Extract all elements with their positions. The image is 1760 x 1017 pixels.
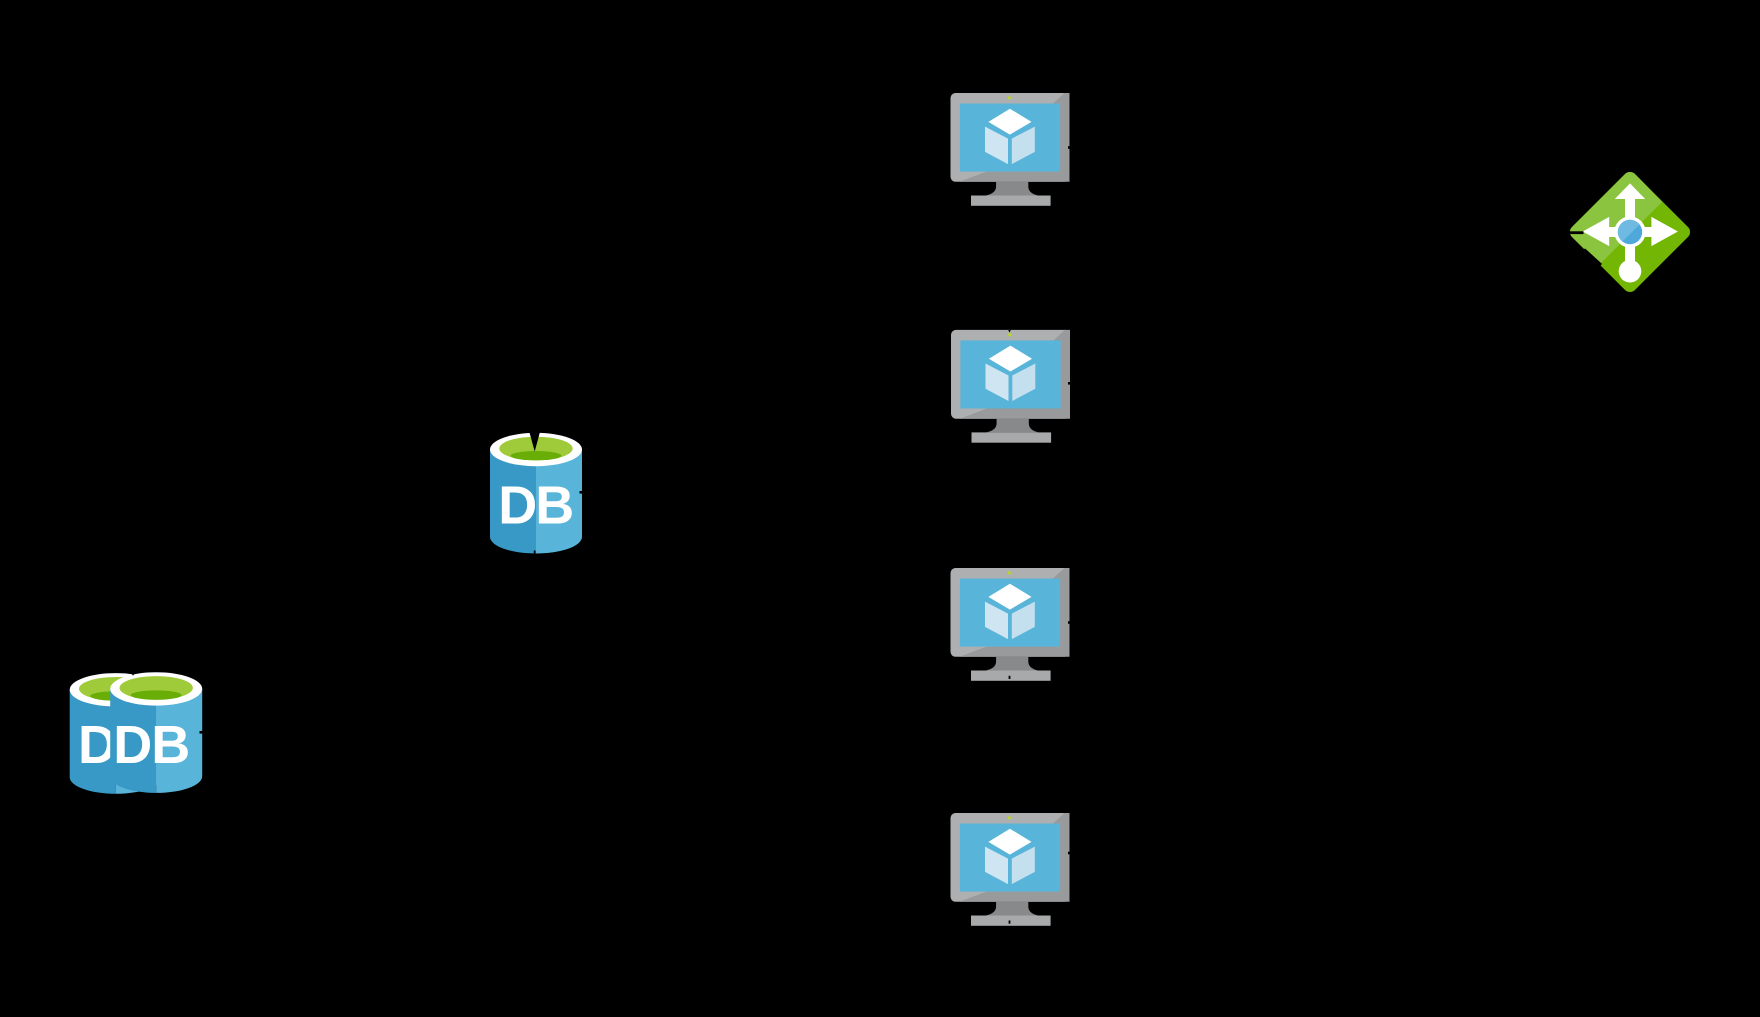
svg-text:DB: DB: [498, 475, 572, 535]
svg-text:DB: DB: [113, 715, 189, 775]
